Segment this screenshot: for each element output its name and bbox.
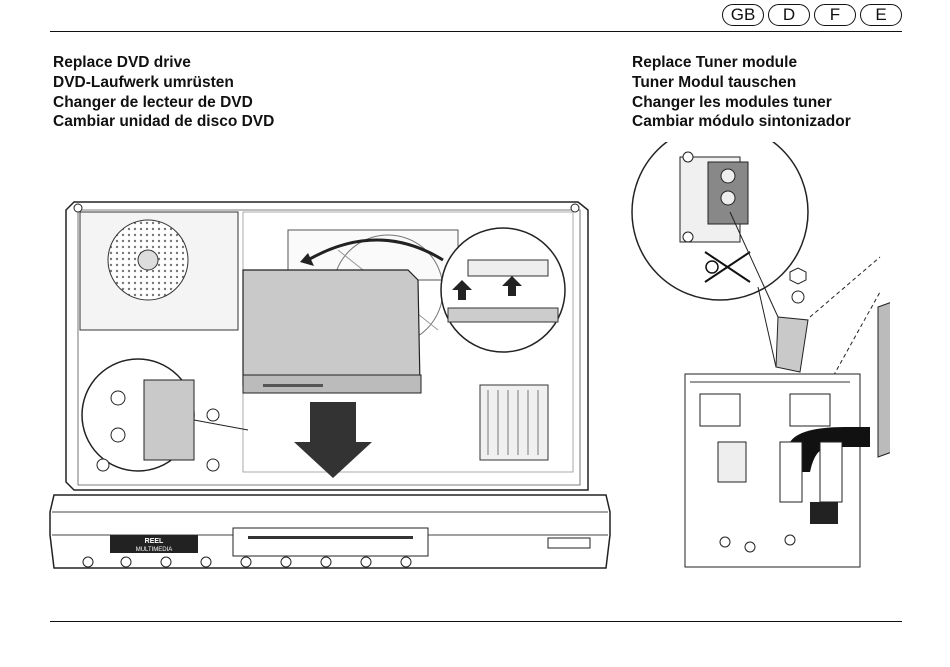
lang-f-button[interactable]: F [814, 4, 856, 26]
device-logo-text: REEL [145, 538, 164, 545]
heading-line-en: Replace DVD drive [53, 53, 274, 73]
svg-text:MULTIMEDIA: MULTIMEDIA [136, 547, 173, 553]
dvd-section-heading: Replace DVD drive DVD-Laufwerk umrüsten … [53, 53, 274, 132]
lang-gb-button[interactable]: GB [722, 4, 764, 26]
footer-rule [50, 621, 902, 622]
heading-line-es: Cambiar módulo sintonizador [632, 112, 851, 132]
lang-d-button[interactable]: D [768, 4, 810, 26]
heading-line-fr: Changer de lecteur de DVD [53, 93, 274, 113]
language-selector: GB D F E [722, 4, 902, 26]
dvd-drive-illustration: REEL MULTIMEDIA [48, 190, 613, 575]
heading-line-de: Tuner Modul tauschen [632, 73, 851, 93]
heading-line-en: Replace Tuner module [632, 53, 851, 73]
heading-line-de: DVD-Laufwerk umrüsten [53, 73, 274, 93]
heading-line-fr: Changer les modules tuner [632, 93, 851, 113]
heading-line-es: Cambiar unidad de disco DVD [53, 112, 274, 132]
lang-e-button[interactable]: E [860, 4, 902, 26]
tuner-section-heading: Replace Tuner module Tuner Modul tausche… [632, 53, 851, 132]
header-rule [50, 31, 902, 32]
tuner-module-illustration [630, 142, 890, 572]
